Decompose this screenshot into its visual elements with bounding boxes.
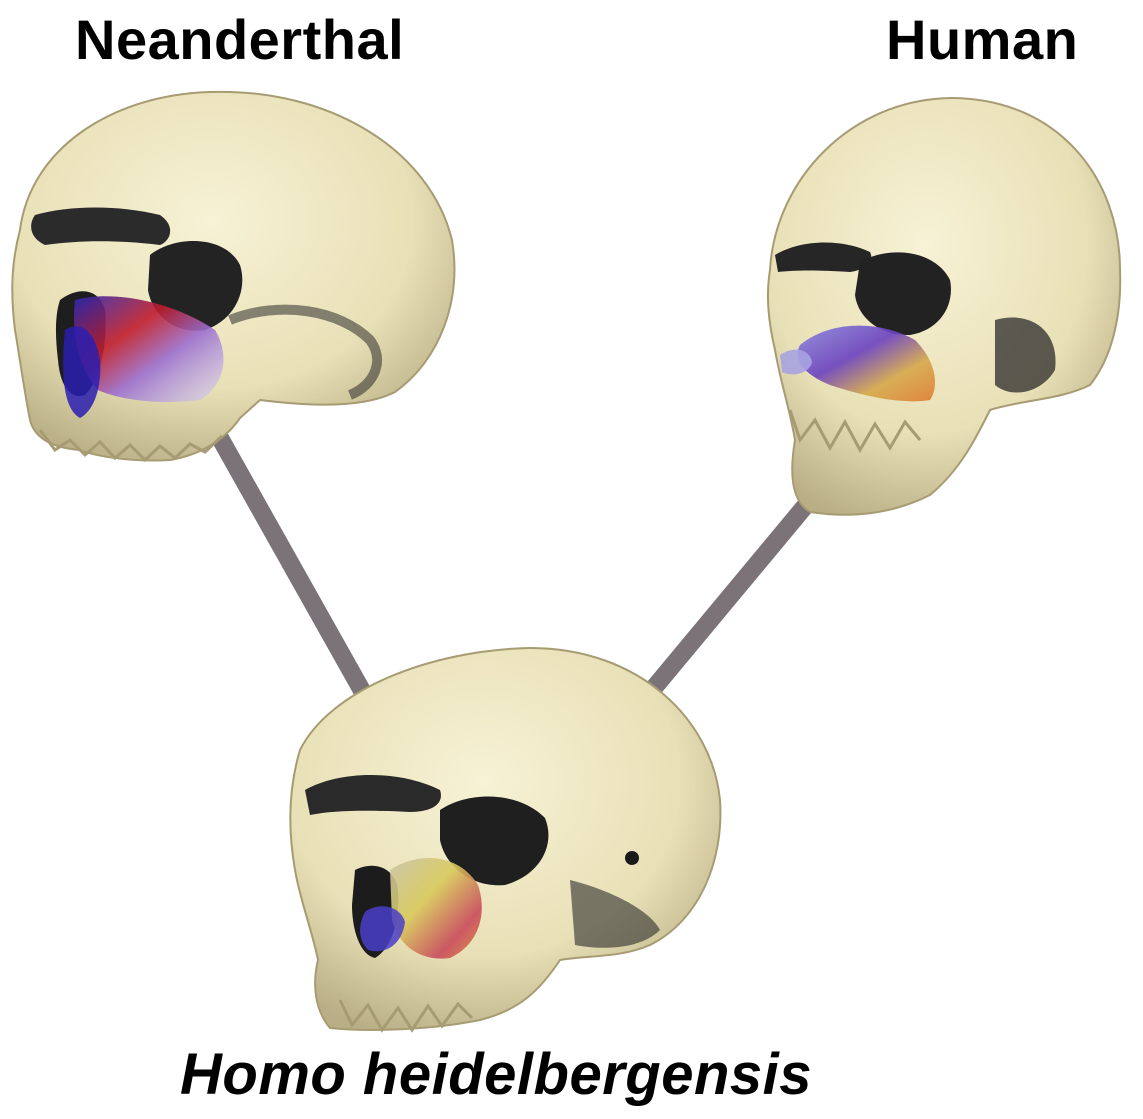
homo-heidelbergensis-skull <box>290 648 720 1030</box>
connector-human <box>648 505 806 695</box>
connector-neanderthal <box>220 438 374 712</box>
neanderthal-skull <box>12 92 454 461</box>
human-skull <box>768 98 1120 515</box>
